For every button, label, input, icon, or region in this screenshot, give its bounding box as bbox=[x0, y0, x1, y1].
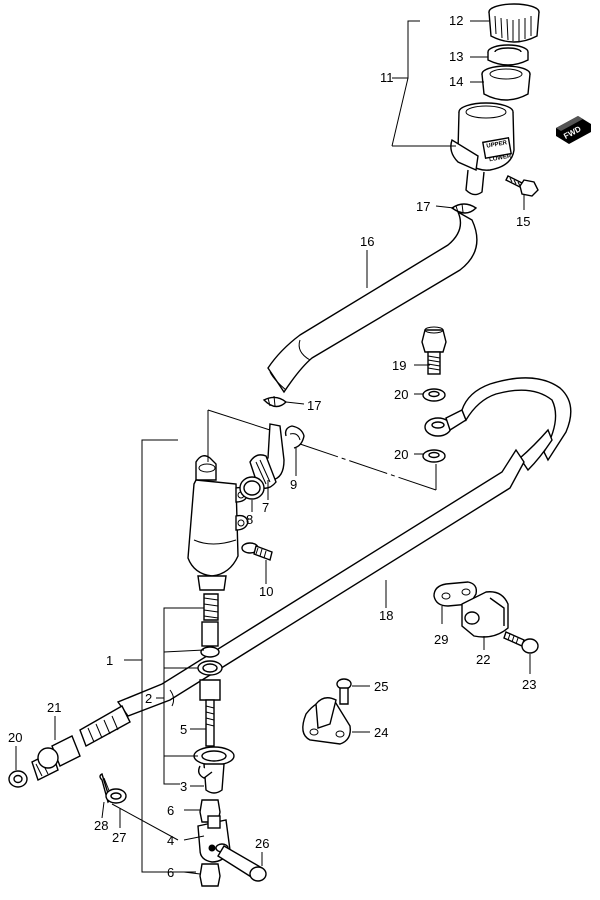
callout-27: 27 bbox=[112, 830, 126, 845]
callout-3: 3 bbox=[180, 779, 187, 794]
reservoir-bolt bbox=[505, 175, 539, 197]
callout-16: 16 bbox=[360, 234, 374, 249]
callout-4: 4 bbox=[167, 833, 174, 848]
callout-5: 5 bbox=[180, 722, 187, 737]
guide-bolt bbox=[336, 678, 352, 705]
piston-spring bbox=[203, 593, 219, 621]
washer-joint bbox=[8, 770, 28, 788]
callout-26: 26 bbox=[255, 836, 269, 851]
mounting-bolt bbox=[241, 542, 273, 561]
fwd-arrow-icon: FWD bbox=[556, 116, 591, 144]
callout-29: 29 bbox=[434, 632, 448, 647]
callout-21: 21 bbox=[47, 700, 61, 715]
hose-guide-bracket bbox=[302, 697, 351, 745]
callout-7: 7 bbox=[262, 500, 269, 515]
reservoir-decal-upper: UPPER bbox=[486, 140, 508, 150]
mounting-plate bbox=[433, 581, 478, 607]
callout-6-lower: 6 bbox=[167, 865, 174, 880]
hose-clip-upper bbox=[450, 203, 478, 214]
callout-25: 25 bbox=[374, 679, 388, 694]
hose-clip-lower bbox=[262, 395, 288, 408]
reservoir-body: UPPER LOWER bbox=[450, 102, 515, 196]
callout-labels: 12 13 14 11 15 17 16 19 20 20 17 9 7 8 1… bbox=[8, 13, 536, 880]
callout-10: 10 bbox=[259, 584, 273, 599]
washer-upper bbox=[422, 388, 446, 402]
leader-lines bbox=[15, 20, 531, 875]
washer-lower bbox=[422, 449, 446, 463]
piston-cup bbox=[200, 621, 220, 658]
union-bolt bbox=[421, 326, 447, 375]
callout-15: 15 bbox=[516, 214, 530, 229]
callout-20-upper: 20 bbox=[394, 387, 408, 402]
master-cylinder bbox=[187, 455, 249, 591]
push-rod bbox=[193, 746, 235, 794]
callout-13: 13 bbox=[449, 49, 463, 64]
callout-28: 28 bbox=[94, 818, 108, 833]
brake-hose bbox=[116, 377, 572, 717]
callout-17-lower: 17 bbox=[307, 398, 321, 413]
callout-14: 14 bbox=[449, 74, 463, 89]
callout-6-upper: 6 bbox=[167, 803, 174, 818]
callout-8: 8 bbox=[246, 512, 253, 527]
callout-20-left: 20 bbox=[8, 730, 22, 745]
reservoir-cap bbox=[488, 3, 540, 43]
diaphragm bbox=[481, 65, 531, 101]
callout-20-lower: 20 bbox=[394, 447, 408, 462]
diaphragm-plate bbox=[487, 44, 529, 66]
hose-joint bbox=[31, 705, 131, 781]
callout-1: 1 bbox=[106, 653, 113, 668]
callout-19: 19 bbox=[392, 358, 406, 373]
callout-2: 2 bbox=[145, 691, 152, 706]
o-ring bbox=[239, 476, 265, 500]
bracket-bolt bbox=[503, 631, 539, 654]
callout-24: 24 bbox=[374, 725, 388, 740]
callout-11: 11 bbox=[380, 70, 394, 85]
reservoir-hose bbox=[267, 210, 478, 394]
callout-9: 9 bbox=[290, 477, 297, 492]
bracket bbox=[461, 591, 509, 638]
locknut-lower bbox=[199, 863, 221, 887]
callout-17-upper: 17 bbox=[416, 199, 430, 214]
piston bbox=[199, 679, 221, 747]
clevis-pin bbox=[215, 843, 267, 882]
callout-12: 12 bbox=[449, 13, 463, 28]
callout-22: 22 bbox=[476, 652, 490, 667]
banjo-fitting bbox=[424, 409, 467, 437]
washer-pin bbox=[105, 788, 127, 804]
piston-seal bbox=[197, 660, 223, 676]
reservoir-decal-lower: LOWER bbox=[489, 153, 513, 163]
callout-23: 23 bbox=[522, 677, 536, 692]
callout-18: 18 bbox=[379, 608, 393, 623]
